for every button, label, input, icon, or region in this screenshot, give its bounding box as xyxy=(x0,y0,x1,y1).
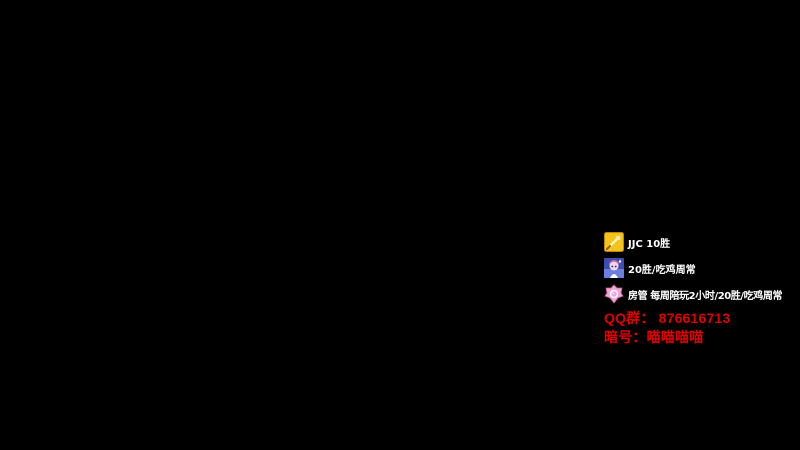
badge-label: 20胜/吃鸡周常 xyxy=(628,264,696,276)
password-label: 暗号： xyxy=(604,329,647,345)
qq-group-line: QQ群：876616713 xyxy=(604,309,800,328)
badge-row-room-manager: 房管 每周陪玩2小时/20胜/吃鸡周常 xyxy=(604,283,800,305)
password-value: 喵喵喵喵 xyxy=(646,329,704,345)
qq-group-label: QQ群： xyxy=(604,310,655,326)
gold-sword-icon xyxy=(604,232,624,252)
stream-overlay-panel: JJC 10胜 20胜/吃鸡周常 房管 每周 xyxy=(604,231,800,347)
anime-avatar-icon xyxy=(604,258,624,278)
badge-label: 房管 每周陪玩2小时/20胜/吃鸡周常 xyxy=(628,290,783,302)
badge-row-jjc: JJC 10胜 xyxy=(604,231,800,253)
badge-label: JJC 10胜 xyxy=(628,238,671,250)
qq-group-number: 876616713 xyxy=(658,310,731,326)
badge-row-weekly: 20胜/吃鸡周常 xyxy=(604,257,800,279)
room-manager-icon xyxy=(604,284,624,304)
password-line: 暗号：喵喵喵喵 xyxy=(604,328,800,347)
